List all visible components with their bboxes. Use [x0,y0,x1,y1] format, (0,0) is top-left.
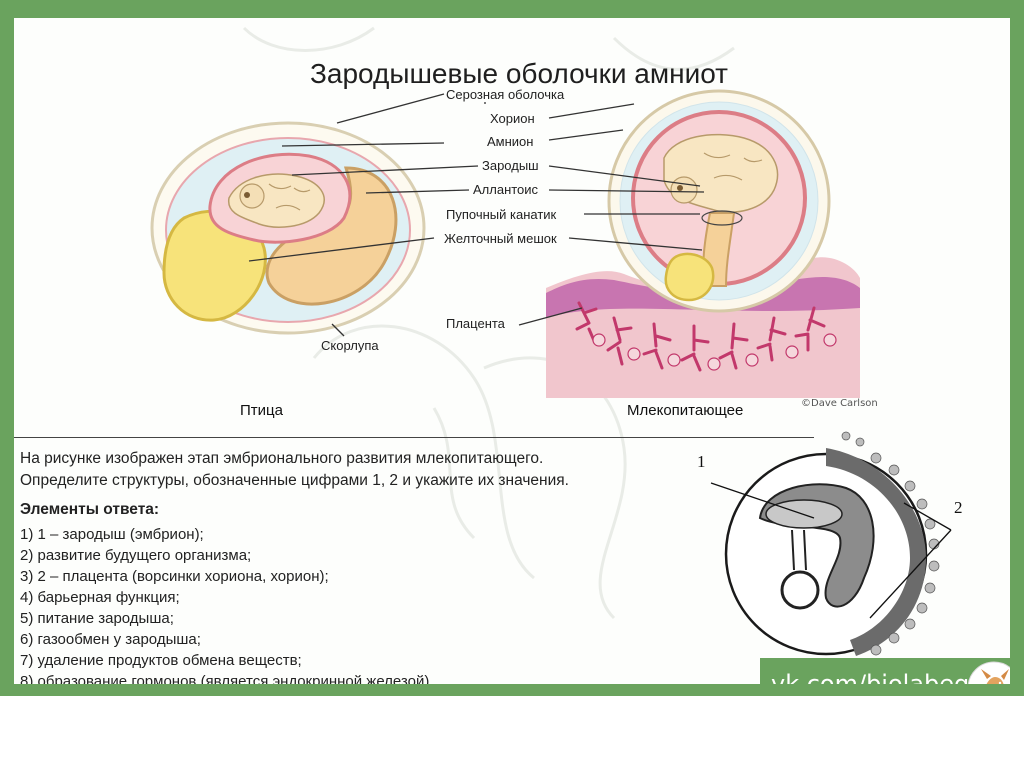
answer-item: 8) образование гормонов (является эндокр… [20,671,434,684]
watermark-link[interactable]: vk.com/biolabege [771,670,984,684]
caption-mammal: Млекопитающее [627,402,743,419]
mammal-embryo [664,135,777,213]
answer-item: 2) развитие будущего организма; [20,545,434,566]
label-chorion: Хорион [490,111,535,126]
label-embryo: Зародыш [482,158,539,173]
answer-list: 1) 1 – зародыш (эмбрион); 2) развитие бу… [20,524,434,684]
image-credit: ©Dave Carlson [801,398,878,409]
question-line-1: На рисунке изображен этап эмбрионального… [20,448,569,470]
label-yolk-sac: Желточный мешок [444,231,557,246]
answer-item: 3) 2 – плацента (ворсинки хориона, хорио… [20,566,434,587]
label-serous: Серозная оболочка [446,87,564,102]
marker-2: 2 [954,498,963,518]
q-yolk-sac [782,572,818,608]
answer-item: 4) барьерная функция; [20,587,434,608]
label-shell: Скорлупа [321,338,379,353]
page-title: Зародышевые оболочки амниот [14,58,1010,90]
answer-item: 6) газообмен у зародыша; [20,629,434,650]
marker-1: 1 [697,452,706,472]
label-umbilical: Пупочный канатик [446,207,556,222]
slide-panel: Зародышевые оболочки амниот Серозная обо… [14,18,1010,684]
question-line-2: Определите структуры, обозначенные цифра… [20,470,569,492]
answer-heading: Элементы ответа: [20,501,159,519]
label-allantois: Аллантоис [473,182,538,197]
answer-item: 7) удаление продуктов обмена веществ; [20,650,434,671]
question-text: На рисунке изображен этап эмбрионального… [20,448,569,492]
answer-item: 1) 1 – зародыш (эмбрион); [20,524,434,545]
mammal-diagram [546,91,860,398]
question-figure [711,432,951,656]
bird-egg-diagram [152,123,424,333]
mammal-yolk-sac [666,254,713,300]
caption-bird: Птица [240,402,283,419]
slide-frame: Зародышевые оболочки амниот Серозная обо… [0,0,1024,696]
fawn-logo-icon [967,661,1010,684]
label-placenta: Плацента [446,316,505,331]
answer-item: 5) питание зародыша; [20,608,434,629]
label-amnion: Амнион [487,134,533,149]
divider-line [14,437,814,438]
